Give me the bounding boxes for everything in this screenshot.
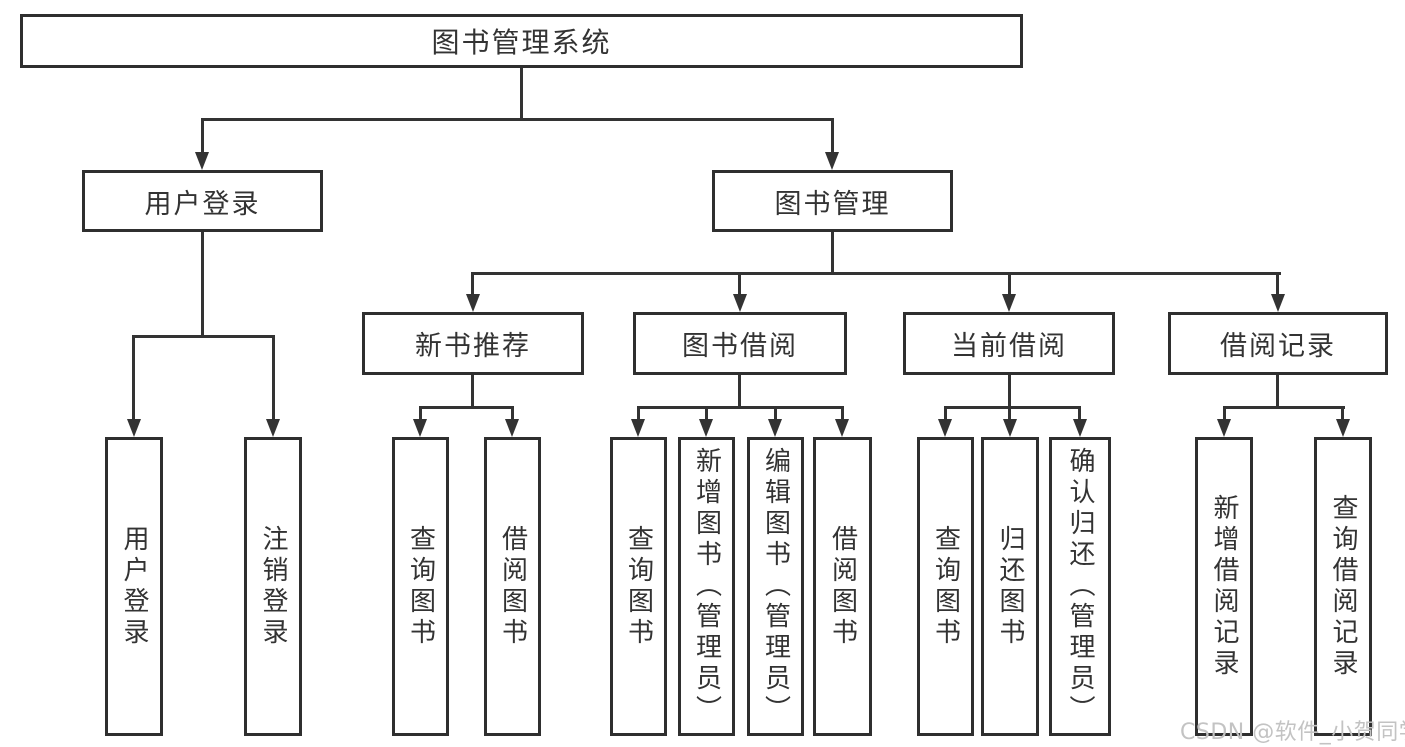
connector-line [637, 406, 640, 423]
arrow-down-icon [835, 419, 849, 437]
leaf-add-book-admin-label: 新增图书（管理员） [691, 447, 722, 726]
arrow-down-icon [505, 419, 519, 437]
node-root: 图书管理系统 [20, 14, 1023, 68]
connector-line [738, 375, 741, 409]
arrow-down-icon [1073, 419, 1087, 437]
node-book-management-label: 图书管理 [774, 188, 891, 220]
leaf-user-login-label: 用户登录 [119, 524, 149, 649]
connector-line [201, 232, 204, 336]
leaf-logout-label: 注销登录 [258, 524, 288, 649]
node-user-login: 用户登录 [82, 170, 323, 232]
arrow-down-icon [825, 152, 839, 170]
connector-line [831, 118, 834, 154]
leaf-logout: 注销登录 [244, 437, 302, 736]
node-root-label: 图书管理系统 [431, 26, 612, 59]
arrow-down-icon [699, 419, 713, 437]
connector-line [1276, 375, 1279, 409]
connector-line [774, 406, 777, 423]
arrow-down-icon [195, 152, 209, 170]
leaf-query-books-1: 查询图书 [392, 437, 449, 736]
leaf-query-books-2-label: 查询图书 [623, 524, 654, 649]
connector-line [1008, 272, 1011, 296]
connector-line [471, 272, 1281, 275]
arrow-down-icon [266, 419, 280, 437]
connector-line [944, 406, 947, 423]
connector-line [419, 406, 422, 423]
arrow-down-icon [1336, 419, 1350, 437]
leaf-query-books-3: 查询图书 [917, 437, 974, 736]
node-book-borrowing: 图书借阅 [633, 312, 847, 375]
leaf-borrow-books-1: 借阅图书 [484, 437, 541, 736]
node-borrowing-records-label: 借阅记录 [1220, 331, 1336, 362]
arrow-down-icon [1002, 294, 1016, 312]
leaf-add-borrow-record: 新增借阅记录 [1195, 437, 1253, 736]
leaf-confirm-return-admin: 确认归还（管理员） [1049, 437, 1111, 736]
connector-line [419, 406, 514, 409]
connector-line [637, 406, 844, 409]
connector-line [1341, 406, 1344, 423]
connector-line [1223, 406, 1226, 423]
connector-line [705, 406, 708, 423]
arrow-down-icon [768, 419, 782, 437]
connector-line [132, 335, 135, 421]
leaf-confirm-return-admin-label: 确认归还（管理员） [1065, 447, 1095, 726]
connector-line [1008, 375, 1011, 409]
connector-line [511, 406, 514, 423]
connector-line [1078, 406, 1081, 423]
leaf-query-borrow-record-label: 查询借阅记录 [1328, 493, 1358, 680]
csdn-watermark: CSDN @软件_小贺同学 [1180, 720, 1405, 745]
arrow-down-icon [1003, 419, 1017, 437]
node-borrowing-records: 借阅记录 [1168, 312, 1388, 375]
leaf-borrow-books-1-label: 借阅图书 [497, 524, 528, 649]
connector-line [272, 335, 275, 421]
connector-line [201, 118, 833, 121]
arrow-down-icon [631, 419, 645, 437]
connector-line [944, 406, 1081, 409]
connector-line [1008, 406, 1011, 423]
leaf-user-login: 用户登录 [105, 437, 163, 736]
leaf-query-books-1-label: 查询图书 [405, 524, 436, 649]
arrow-down-icon [938, 419, 952, 437]
connector-line [520, 68, 523, 120]
node-current-borrowing-label: 当前借阅 [951, 331, 1067, 362]
node-new-book-recommend: 新书推荐 [362, 312, 584, 375]
arrow-down-icon [733, 294, 747, 312]
arrow-down-icon [127, 419, 141, 437]
node-book-borrowing-label: 图书借阅 [682, 331, 798, 362]
arrow-down-icon [1271, 294, 1285, 312]
leaf-return-books-label: 归还图书 [995, 524, 1025, 649]
leaf-query-borrow-record: 查询借阅记录 [1314, 437, 1372, 736]
connector-line [471, 375, 474, 409]
leaf-edit-book-admin-label: 编辑图书（管理员） [760, 447, 791, 726]
arrow-down-icon [1217, 419, 1231, 437]
node-current-borrowing: 当前借阅 [903, 312, 1115, 375]
leaf-query-books-3-label: 查询图书 [930, 524, 961, 649]
leaf-add-book-admin: 新增图书（管理员） [678, 437, 735, 736]
connector-line [841, 406, 844, 423]
node-user-login-label: 用户登录 [144, 188, 261, 220]
connector-line [471, 272, 474, 296]
node-new-book-recommend-label: 新书推荐 [415, 331, 531, 362]
leaf-borrow-books-2: 借阅图书 [813, 437, 872, 736]
connector-line [1223, 406, 1345, 409]
node-book-management: 图书管理 [712, 170, 953, 232]
leaf-return-books: 归还图书 [981, 437, 1039, 736]
leaf-edit-book-admin: 编辑图书（管理员） [747, 437, 804, 736]
leaf-borrow-books-2-label: 借阅图书 [827, 524, 858, 649]
arrow-down-icon [413, 419, 427, 437]
arrow-down-icon [466, 294, 480, 312]
connector-line [1276, 272, 1279, 296]
leaf-query-books-2: 查询图书 [610, 437, 667, 736]
connector-line [738, 272, 741, 296]
connector-line [132, 335, 275, 338]
connector-line [201, 118, 204, 154]
connector-line [831, 232, 834, 274]
leaf-add-borrow-record-label: 新增借阅记录 [1209, 493, 1239, 680]
